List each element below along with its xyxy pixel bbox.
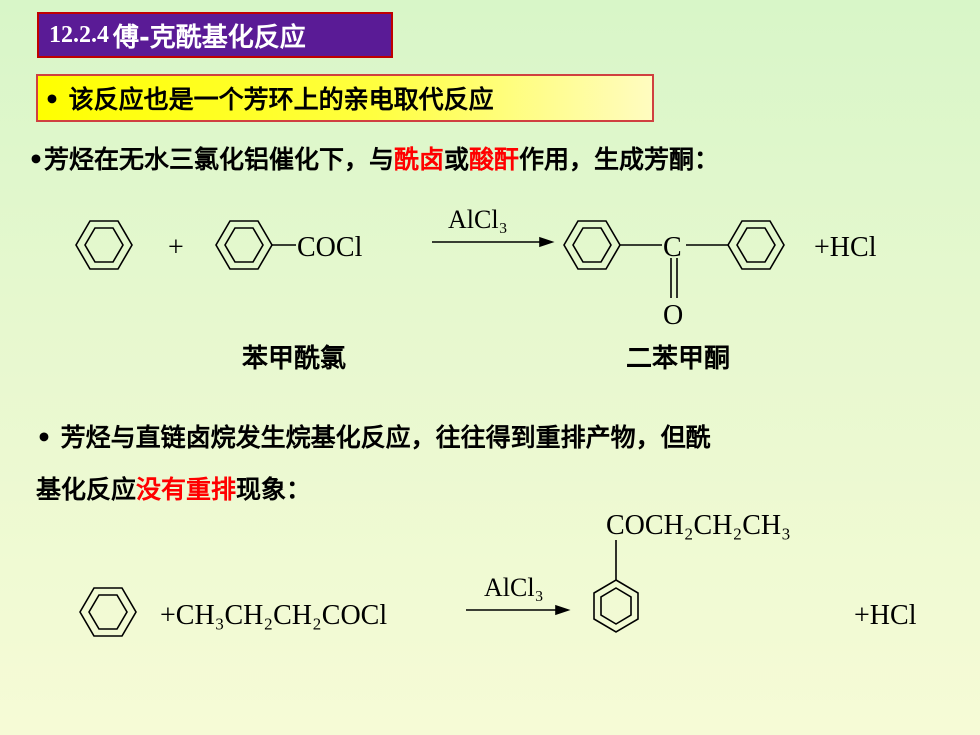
paragraph-2-line-2: 基化反应没有重排现象： <box>36 470 311 506</box>
reagent-group-cocl: COCl <box>297 232 363 263</box>
benzene-ring-2 <box>215 220 296 270</box>
para1-mid: 或 <box>444 145 470 174</box>
paragraph-1: •芳烃在无水三氯化铝催化下，与酰卤或酸酐作用，生成芳酮： <box>28 140 719 176</box>
reaction-arrow-2 <box>466 604 571 616</box>
benzene-ring-1 <box>75 220 133 270</box>
carbonyl-double-bond <box>670 258 678 298</box>
highlight-bullet-text: • 该反应也是一个芳环上的亲电取代反应 <box>44 85 494 114</box>
catalyst-label-2: AlCl₃ <box>484 573 544 602</box>
byproduct-hcl-2: +HCl <box>854 600 917 631</box>
reagent-butyryl-chloride: +CH₃CH₂CH₂COCl <box>160 600 387 631</box>
benzene-ring-3 <box>563 220 662 270</box>
plus-sign-1: + <box>168 232 184 263</box>
reaction-arrow-1 <box>432 236 555 248</box>
carbonyl-oxygen: O <box>663 300 683 331</box>
para1-prefix: •芳烃在无水三氯化铝催化下，与 <box>28 145 394 174</box>
benzene-ring-5 <box>79 587 137 637</box>
carbonyl-carbon: C <box>663 232 682 263</box>
para2-suffix: 现象： <box>236 475 312 504</box>
benzene-ring-6 <box>593 540 639 633</box>
para1-red-anhydride: 酸酐 <box>469 145 520 174</box>
product-group-butanoyl: COCH₂CH₂CH₃ <box>606 510 791 541</box>
benzene-ring-4 <box>686 220 785 270</box>
para1-suffix: 作用，生成芳酮： <box>519 145 720 174</box>
para1-red-acyl-halide: 酰卤 <box>393 145 444 174</box>
section-title: 12.2.4 傅-克酰基化反应 <box>37 12 393 58</box>
paragraph-2-line-1: • 芳烃与直链卤烷发生烷基化反应，往往得到重排产物，但酰 <box>36 423 711 452</box>
para2-red-no-rearrangement: 没有重排 <box>136 475 237 504</box>
highlight-bullet: • 该反应也是一个芳环上的亲电取代反应 <box>36 74 654 122</box>
section-number: 12.2.4 <box>49 21 109 48</box>
name-benzophenone: 二苯甲酮 <box>626 344 731 374</box>
section-title-text: 傅-克酰基化反应 <box>113 22 306 53</box>
name-benzoyl-chloride: 苯甲酰氯 <box>242 344 347 374</box>
para2-prefix: 基化反应 <box>36 475 137 504</box>
byproduct-hcl-1: +HCl <box>814 232 877 263</box>
catalyst-label-1: AlCl₃ <box>448 205 508 234</box>
